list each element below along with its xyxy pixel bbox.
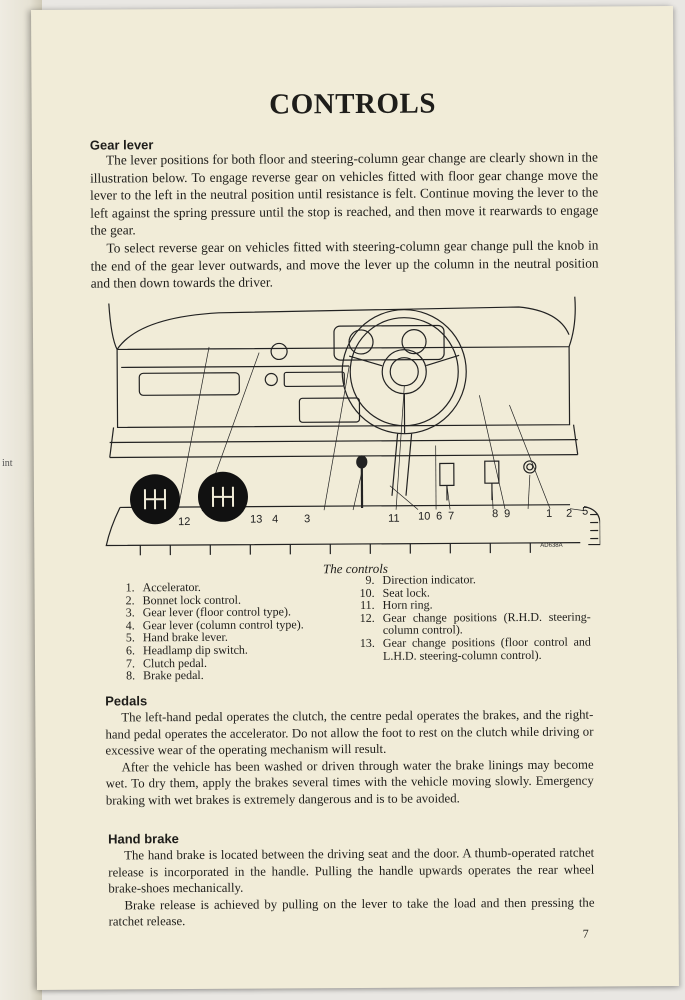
page-number: 7	[582, 926, 589, 941]
gear-pattern-rhd	[130, 474, 181, 525]
label-2: 2	[566, 508, 572, 520]
facing-page-text: int	[2, 458, 13, 469]
legend-number: 13.	[359, 635, 375, 650]
page-title: CONTROLS	[269, 87, 437, 121]
hand-brake-text: The hand brake is located between the dr…	[108, 845, 594, 930]
legend-text: Gear change positions (R.H.D. steering-c…	[382, 609, 591, 638]
legend-number: 12.	[359, 610, 375, 625]
diagram-reference: AD638A	[540, 543, 562, 549]
instrument-cluster	[333, 324, 445, 361]
pedals-paragraph-2: After the vehicle has been washed or dri…	[105, 757, 594, 808]
label-5: 5	[582, 506, 588, 518]
legend-number: 1.	[125, 580, 135, 595]
hand-brake-paragraph-2: Brake release is achieved by pulling on …	[108, 895, 595, 929]
label-11: 11	[388, 513, 399, 525]
legend-item: 13. Gear change positions (floor control …	[353, 634, 591, 663]
label-13: 13	[250, 514, 262, 526]
label-9: 9	[504, 508, 510, 520]
legend-right-column: 9.Direction indicator. 10.Seat lock. 11.…	[352, 572, 591, 663]
label-10: 10	[418, 511, 430, 523]
pedals-text: The left-hand pedal operates the clutch,…	[105, 707, 594, 809]
legend-number: 3.	[125, 605, 135, 620]
clutch-pedal	[439, 462, 455, 487]
legend-text: Headlamp dip switch.	[142, 642, 248, 658]
horn-ring	[389, 357, 419, 387]
controls-diagram: 12 13 4 3 11 10 6 7 8 9 1 2 5 AD638A	[105, 296, 601, 556]
glovebox	[138, 372, 240, 396]
radio-grille	[283, 371, 345, 388]
legend-text: Accelerator.	[142, 579, 201, 595]
legend-number: 8.	[126, 668, 136, 683]
label-3: 3	[304, 513, 310, 525]
legend-item: 8. Brake pedal.	[113, 668, 341, 682]
label-6: 6	[436, 510, 442, 522]
legend-number: 6.	[125, 643, 135, 658]
hand-brake-paragraph-1: The hand brake is located between the dr…	[108, 845, 595, 896]
dash-switch	[270, 342, 288, 361]
legend-text: Brake pedal.	[143, 668, 204, 683]
legend-number: 9.	[365, 572, 375, 587]
label-4: 4	[272, 513, 278, 525]
windscreen-outline	[108, 296, 576, 351]
accelerator	[523, 460, 537, 474]
legend-left-column: 1.Accelerator. 2.Bonnet lock control. 3.…	[113, 579, 342, 683]
gear-lever-text: The lever positions for both floor and s…	[90, 149, 599, 293]
hand-brake-heading: Hand brake	[108, 831, 179, 847]
gear-lever-paragraph-2: To select reverse gear on vehicles fitte…	[90, 237, 599, 291]
legend-text: Gear change positions (floor control and…	[382, 634, 591, 663]
pedals-heading: Pedals	[105, 693, 148, 709]
pedals-paragraph-1: The left-hand pedal operates the clutch,…	[105, 707, 594, 758]
manual-page: CONTROLS Gear lever The lever positions …	[31, 6, 679, 990]
label-12: 12	[178, 516, 190, 528]
label-1: 1	[546, 508, 552, 520]
legend-number: 11.	[360, 598, 375, 613]
gear-lever-paragraph-1: The lever positions for both floor and s…	[89, 149, 599, 238]
label-7: 7	[448, 510, 454, 522]
label-8: 8	[492, 508, 498, 520]
gear-pattern-floor-lhd	[197, 471, 248, 522]
legend-item: 12. Gear change positions (R.H.D. steerin…	[353, 609, 591, 638]
